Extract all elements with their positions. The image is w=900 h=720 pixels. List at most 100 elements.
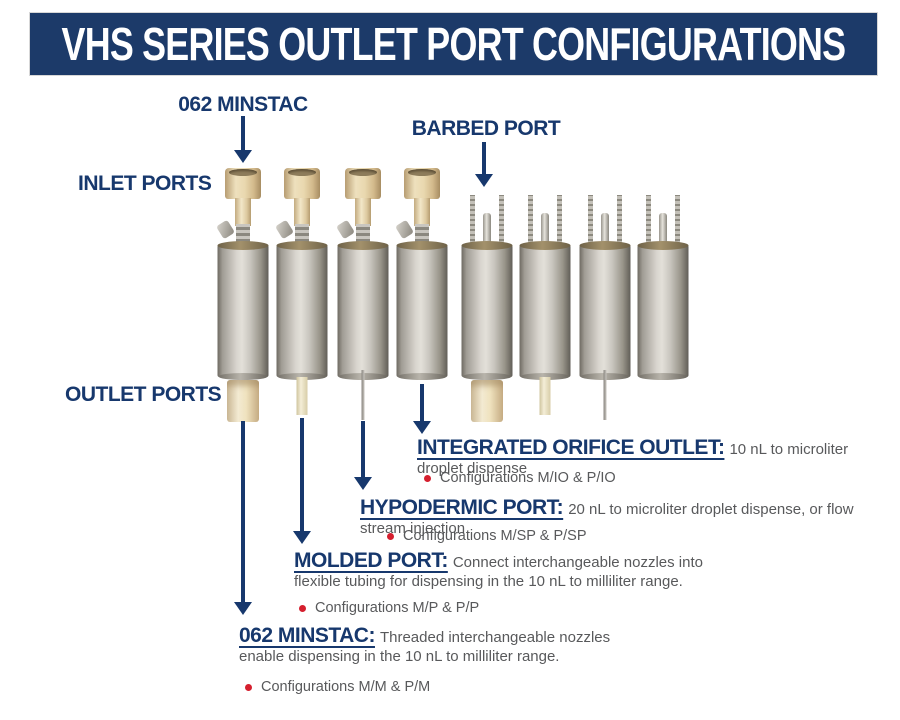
arrow-head-icon — [234, 150, 252, 163]
bullet-configurations-sp: Configurations M/SP & P/SP — [387, 528, 587, 544]
section-integrated-orifice-outlet: INTEGRATED ORIFICE OUTLET:10 nL to micro… — [417, 436, 877, 478]
arrow-down-barbed-label — [474, 142, 494, 187]
section-heading: HYPODERMIC PORT: — [360, 496, 564, 519]
barbed-pin-left — [646, 195, 651, 249]
molded-port-tube — [539, 377, 551, 415]
section-description: 10 nL to microliter droplet dispense — [417, 441, 849, 477]
minstac-inlet-neck — [355, 198, 371, 226]
bullet-text: Configurations M/P & P/P — [315, 600, 480, 616]
valve-body — [461, 241, 513, 380]
arrow-stem — [361, 421, 365, 479]
arrow-head-icon — [354, 477, 372, 490]
bullet-dot-icon — [299, 604, 306, 612]
minstac-outlet-fitting — [227, 380, 259, 422]
minstac-outlet-fitting — [471, 380, 503, 422]
minstac-inlet-cap — [225, 168, 261, 199]
section-hypodermic-port: HYPODERMIC PORT:20 nL to microliter drop… — [360, 496, 860, 538]
barbed-pin-right — [617, 195, 622, 249]
bullet-configurations-m: Configurations M/M & P/M — [245, 679, 430, 695]
arrow-outlet-valve4-to-orifice-section — [412, 384, 432, 434]
fitting-nut — [356, 224, 370, 245]
minstac-inlet-cap — [345, 168, 381, 199]
label-062-minstac-top: 062 MINSTAC — [178, 93, 308, 116]
arrow-head-icon — [413, 421, 431, 434]
section-description: Connect interchangeable nozzles into fle… — [294, 554, 703, 590]
title-banner: VHS SERIES OUTLET PORT CONFIGURATIONS — [30, 13, 877, 75]
molded-port-tube — [296, 377, 308, 415]
arrow-head-icon — [475, 174, 493, 187]
fitting-lever — [216, 219, 235, 240]
minstac-inlet-cap — [404, 168, 440, 199]
page-title: VHS SERIES OUTLET PORT CONFIGURATIONS — [61, 18, 847, 70]
arrow-stem — [420, 384, 424, 423]
arrow-stem — [300, 418, 304, 533]
valve-3-minstac-inlet-hypodermic-outlet — [335, 165, 391, 435]
valve-body — [579, 241, 631, 380]
hypodermic-needle — [361, 370, 365, 420]
bullet-configurations-io: Configurations M/IO & P/IO — [424, 470, 616, 486]
valve-body — [396, 241, 448, 380]
arrow-head-icon — [293, 531, 311, 544]
arrow-outlet-valve1-to-minstac-section — [233, 421, 253, 615]
section-heading: INTEGRATED ORIFICE OUTLET: — [417, 436, 725, 459]
section-description: Threaded interchangeable nozzles enable … — [239, 629, 611, 665]
minstac-inlet-neck — [235, 198, 251, 226]
valve-body — [337, 241, 389, 380]
fitting-nut — [415, 224, 429, 245]
minstac-inlet-neck — [294, 198, 310, 226]
barbed-pin-left — [470, 195, 475, 249]
valve-fitting-hardware — [216, 219, 260, 247]
barbed-pin-center — [483, 213, 491, 251]
barbed-pin-left — [588, 195, 593, 249]
fitting-nut — [236, 224, 250, 245]
arrow-stem — [241, 116, 245, 152]
valve-fitting-hardware — [275, 219, 319, 247]
minstac-inlet-cap — [284, 168, 320, 199]
bullet-text: Configurations M/IO & P/IO — [440, 470, 616, 486]
fitting-lever — [336, 219, 355, 240]
bullet-dot-icon — [387, 532, 394, 540]
label-outlet-ports: OUTLET PORTS — [65, 383, 222, 406]
fitting-nut — [295, 224, 309, 245]
arrow-outlet-valve3-to-hypodermic-section — [353, 421, 373, 490]
bullet-dot-icon — [245, 683, 252, 691]
arrow-head-icon — [234, 602, 252, 615]
barbed-pin-right — [675, 195, 680, 249]
bullet-dot-icon — [424, 474, 431, 482]
section-heading: 062 MINSTAC: — [239, 624, 375, 647]
bullet-text: Configurations M/SP & P/SP — [403, 528, 587, 544]
valve-7-barbed-inlet-hypodermic-outlet — [577, 165, 633, 435]
valve-2-minstac-inlet-molded-outlet — [274, 165, 330, 435]
arrow-down-minstac-label — [233, 116, 253, 163]
hypodermic-needle — [603, 370, 607, 420]
label-barbed-port: BARBED PORT — [411, 117, 561, 140]
valve-body — [519, 241, 571, 380]
valve-body — [276, 241, 328, 380]
section-description: 20 nL to microliter droplet dispense, or… — [360, 501, 854, 537]
bullet-configurations-p: Configurations M/P & P/P — [299, 600, 479, 616]
valve-5-barbed-inlet-minstac-outlet — [459, 165, 515, 435]
barbed-pin-center — [601, 213, 609, 251]
arrow-stem — [482, 142, 486, 176]
barbed-pin-center — [541, 213, 549, 251]
section-062-minstac: 062 MINSTAC:Threaded interchangeable noz… — [239, 624, 659, 666]
arrow-stem — [241, 421, 245, 604]
minstac-inlet-neck — [414, 198, 430, 226]
barbed-pin-left — [528, 195, 533, 249]
valve-8-barbed-inlet-orifice-outlet — [635, 165, 691, 435]
fitting-lever — [395, 219, 414, 240]
label-inlet-ports: INLET PORTS — [78, 172, 212, 195]
valve-body — [637, 241, 689, 380]
valve-body — [217, 241, 269, 380]
valve-fitting-hardware — [395, 219, 439, 247]
valve-fitting-hardware — [336, 219, 380, 247]
barbed-pin-right — [557, 195, 562, 249]
section-molded-port: MOLDED PORT:Connect interchangeable nozz… — [294, 549, 704, 591]
fitting-lever — [275, 219, 294, 240]
valve-4-minstac-inlet-orifice-outlet — [394, 165, 450, 435]
valve-1-minstac-inlet-minstac-outlet — [215, 165, 271, 435]
arrow-outlet-valve2-to-molded-section — [292, 418, 312, 544]
section-heading: MOLDED PORT: — [294, 549, 448, 572]
barbed-pin-right — [499, 195, 504, 249]
